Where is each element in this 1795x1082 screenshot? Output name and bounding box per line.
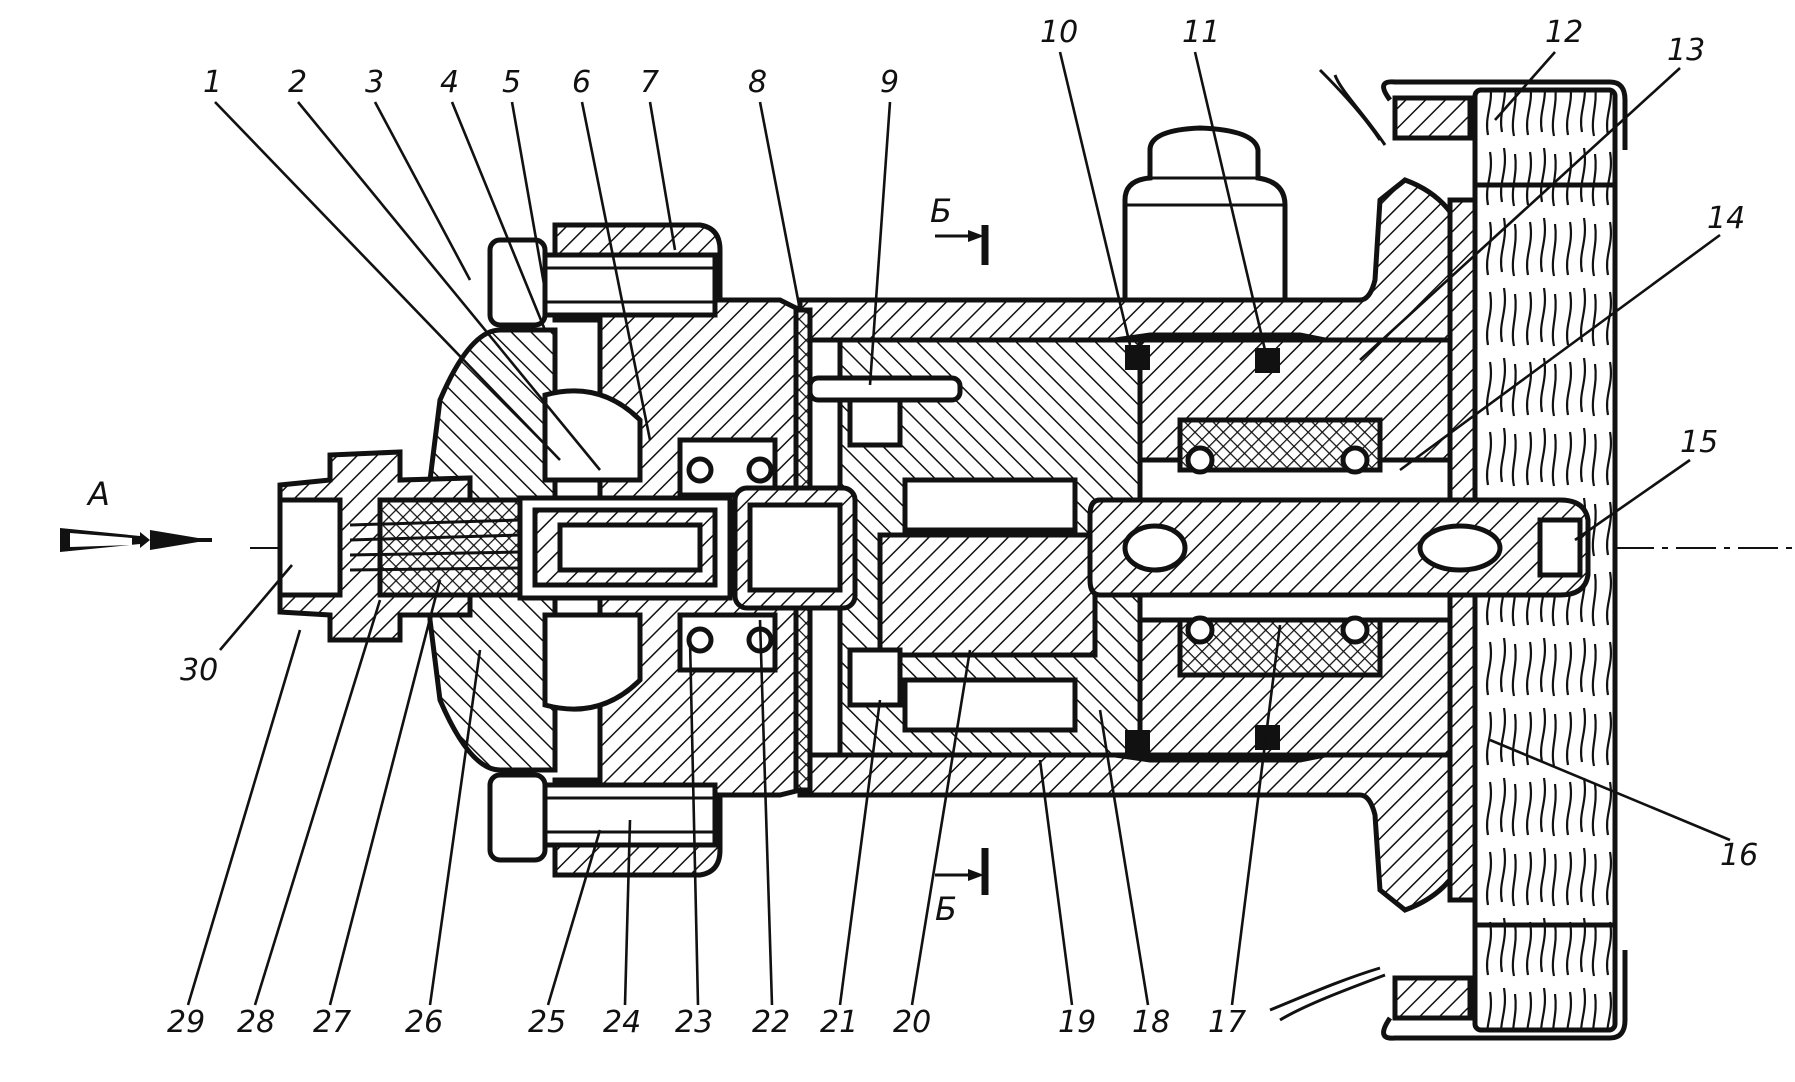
view-arrow-label: А — [86, 475, 110, 513]
label-25: 25 — [528, 1005, 566, 1040]
label-21: 21 — [820, 1005, 858, 1040]
label-4: 4 — [440, 65, 459, 100]
label-5: 5 — [502, 65, 521, 100]
clamp-bracket-top — [1318, 68, 1628, 150]
drive-shaft — [1087, 497, 1591, 598]
label-17: 17 — [1208, 1005, 1246, 1040]
label-29: 29 — [167, 1005, 205, 1040]
label-11: 11 — [1182, 15, 1220, 50]
clamp-bracket-bottom — [1269, 950, 1628, 1041]
shaft-coupling — [732, 485, 858, 611]
label-3: 3 — [365, 65, 384, 100]
label-26: 26 — [405, 1005, 443, 1040]
label-1: 1 — [203, 65, 222, 100]
section-mark-top — [935, 225, 989, 265]
view-arrow-a — [60, 528, 212, 552]
section-mark-bottom-label: Б — [935, 890, 957, 928]
label-20: 20 — [893, 1005, 931, 1040]
pump-housing — [797, 125, 1478, 913]
inlet-fitting — [277, 449, 733, 643]
label-15: 15 — [1680, 425, 1718, 460]
label-10: 10 — [1040, 15, 1078, 50]
label-13: 13 — [1667, 33, 1705, 68]
label-8: 8 — [748, 65, 767, 100]
label-27: 27 — [313, 1005, 351, 1040]
bolt-bottom — [487, 772, 718, 863]
label-14: 14 — [1707, 201, 1745, 236]
label-9: 9 — [880, 65, 899, 100]
label-24: 24 — [603, 1005, 641, 1040]
label-30: 30 — [180, 653, 218, 688]
label-19: 19 — [1058, 1005, 1096, 1040]
seal-assembly — [1125, 337, 1453, 758]
label-22: 22 — [752, 1005, 790, 1040]
label-28: 28 — [237, 1005, 275, 1040]
bolt-top — [487, 237, 718, 328]
label-16: 16 — [1720, 838, 1758, 873]
label-6: 6 — [572, 65, 591, 100]
label-7: 7 — [640, 65, 659, 100]
label-23: 23 — [675, 1005, 713, 1040]
leader-lines — [186, 51, 1731, 1006]
label-12: 12 — [1545, 15, 1583, 50]
section-mark-top-label: Б — [930, 192, 952, 230]
part-labels: 1 2 3 4 5 6 7 8 9 10 11 12 13 14 15 16 1… — [167, 15, 1758, 1040]
label-2: 2 — [288, 65, 307, 100]
label-18: 18 — [1132, 1005, 1170, 1040]
section-mark-bottom — [935, 848, 989, 895]
